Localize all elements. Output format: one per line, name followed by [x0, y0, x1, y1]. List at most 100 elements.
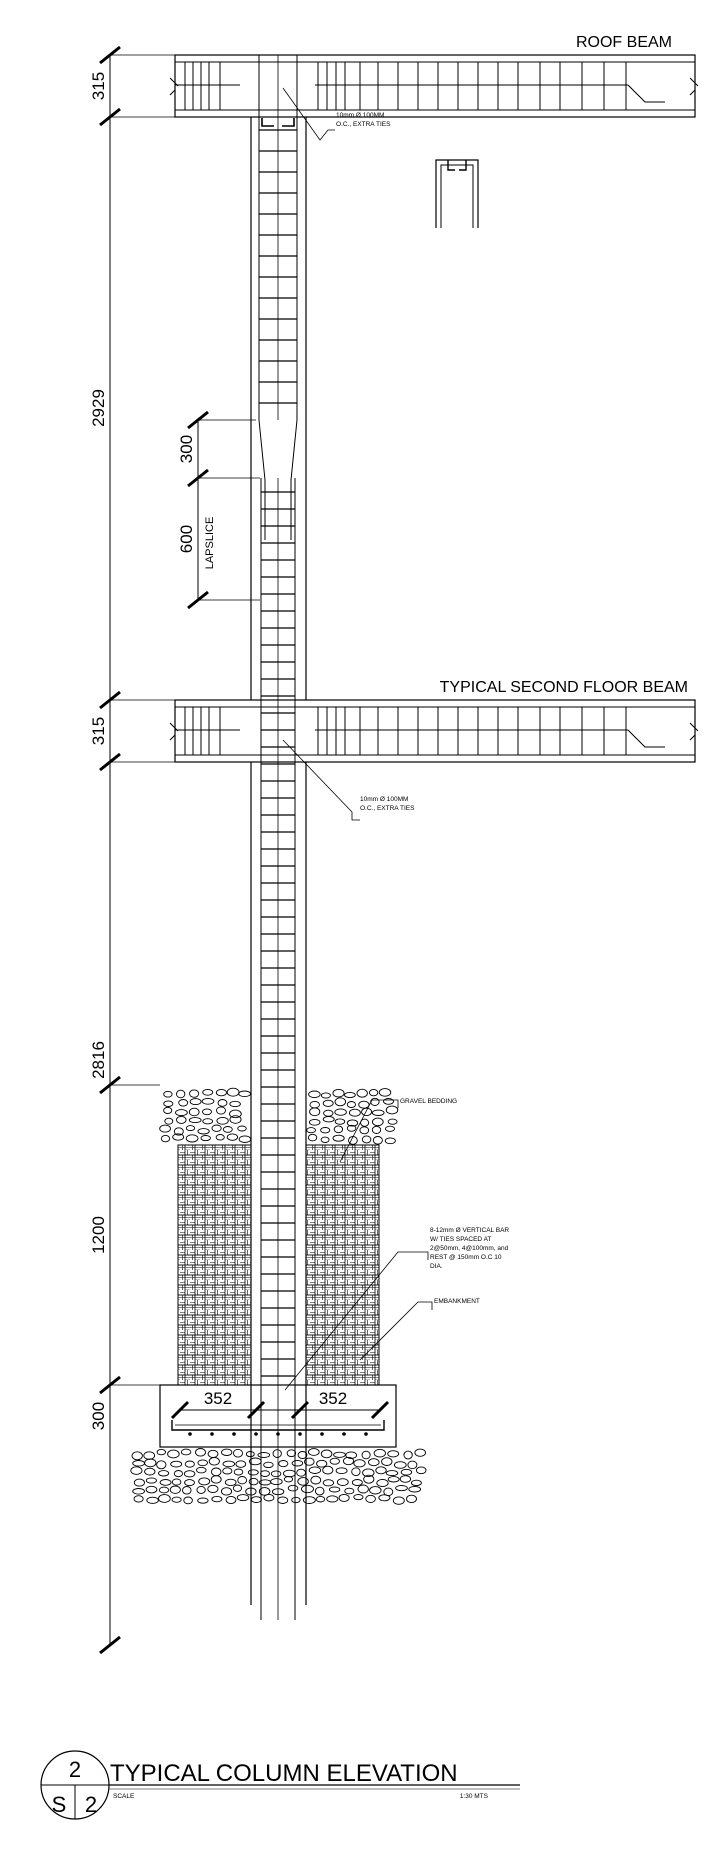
gravel-stone: [169, 1485, 181, 1494]
second-floor-beam: [169, 699, 699, 763]
gravel-stone: [229, 1115, 242, 1124]
note-top-ties-1: 10mm Ø 100MM: [336, 112, 384, 119]
gravel-stone: [353, 1459, 366, 1468]
gravel-stone: [361, 1107, 373, 1117]
gravel-stone: [184, 1479, 195, 1487]
gravel-stone: [144, 1467, 156, 1476]
gravel-stone: [176, 1115, 187, 1124]
title-block: [40, 1750, 520, 1820]
gravel-stone: [226, 1133, 239, 1141]
gravel-stone: [210, 1475, 222, 1484]
gravel-stone: [247, 1469, 259, 1476]
gravel-stone: [258, 1487, 271, 1496]
gravel-stone: [371, 1125, 382, 1134]
gravel-stone: [384, 1125, 396, 1132]
gravel-stone: [217, 1099, 228, 1107]
footing: [130, 1087, 427, 1505]
gravel-stone: [291, 1459, 304, 1467]
sheet-number: 2: [85, 1792, 97, 1817]
note-mid-ties-1: 10mm Ø 100MM: [360, 796, 408, 803]
gravel-stone: [373, 1448, 386, 1458]
gravel-stone: [146, 1496, 159, 1504]
second-floor-beam-label: TYPICAL SECOND FLOOR BEAM: [440, 679, 688, 696]
gravel-stone: [387, 1118, 398, 1125]
leader-lines: [282, 87, 433, 1391]
gravel-stone: [320, 1449, 333, 1459]
gravel-stone: [160, 1134, 171, 1143]
gravel-stone: [369, 1486, 382, 1495]
gravel-stone: [393, 1461, 407, 1469]
gravel-stone: [314, 1486, 325, 1496]
gravel-stone: [406, 1494, 417, 1504]
gravel-stone: [171, 1496, 182, 1503]
gravel-stone: [250, 1496, 262, 1503]
gravel-stone: [184, 1460, 195, 1468]
gravel-stone: [328, 1486, 341, 1493]
note-vertical-bar-4: REST @ 150mm O.C 10: [430, 1254, 502, 1261]
roof-beam: [169, 54, 699, 118]
gravel-stone: [196, 1485, 206, 1494]
gravel-stone: [183, 1496, 193, 1505]
gravel-stone: [211, 1124, 222, 1132]
gravel-stone: [307, 1133, 318, 1142]
gravel-stone: [245, 1451, 255, 1458]
gravel-stone: [297, 1451, 308, 1459]
gravel-stone: [333, 1451, 346, 1458]
base-bar-section: [232, 1432, 236, 1436]
gravel-stone: [132, 1488, 145, 1495]
roof-beam-label: ROOF BEAM: [576, 34, 672, 51]
note-vertical-bar-1: 8-12mm Ø VERTICAL BAR: [430, 1227, 509, 1234]
gravel-stone: [197, 1128, 210, 1135]
gravel-stone: [263, 1493, 275, 1502]
base-bar-section: [320, 1432, 324, 1436]
gravel-stone: [320, 1127, 331, 1134]
gravel-stone: [159, 1124, 171, 1133]
gravel-stone: [144, 1458, 157, 1468]
gravel-stone: [215, 1134, 225, 1141]
gravel-stone: [334, 1118, 346, 1125]
gravel-stone: [336, 1478, 349, 1486]
gravel-stone: [308, 1118, 321, 1126]
gravel-stone: [172, 1133, 185, 1141]
gravel-stone: [260, 1470, 270, 1477]
gravel-stone: [332, 1088, 345, 1098]
gravel-stone: [338, 1493, 350, 1502]
gravel-stone: [363, 1474, 375, 1484]
gravel-stone: [315, 1495, 326, 1503]
gravel-stone: [270, 1470, 282, 1478]
dim-left-projection: 352: [204, 1389, 232, 1408]
dimension-lines: [99, 45, 390, 1655]
gravel-stone: [308, 1090, 321, 1099]
gravel-stone: [238, 1090, 251, 1098]
gravel-stone: [403, 1450, 413, 1460]
gravel-stone: [322, 1465, 334, 1475]
gravel-stone: [378, 1494, 391, 1502]
gravel-stone: [278, 1460, 289, 1468]
gravel-stone: [224, 1478, 237, 1487]
gravel-stone: [365, 1494, 376, 1503]
gravel-stone: [195, 1448, 206, 1457]
gravel-stone: [236, 1494, 250, 1502]
gravel-stone: [185, 1125, 196, 1132]
base-bar-section: [364, 1432, 368, 1436]
gravel-stone: [407, 1460, 418, 1470]
gravel-stone: [306, 1127, 316, 1134]
gravel-stone: [384, 1137, 396, 1145]
gravel-stone: [167, 1449, 180, 1459]
gravel-stone: [335, 1467, 348, 1475]
gravel-stone: [216, 1106, 226, 1115]
gravel-stone: [344, 1487, 355, 1495]
base-bar-section: [276, 1432, 280, 1436]
gravel-stone: [207, 1449, 219, 1458]
gravel-stone: [189, 1089, 200, 1098]
gravel-stone: [156, 1448, 166, 1456]
gravel-stone: [188, 1117, 202, 1124]
gravel-stone: [286, 1449, 297, 1458]
gravel-stone: [226, 1087, 240, 1097]
gravel-stone: [263, 1461, 274, 1469]
base-bar-section: [188, 1432, 192, 1436]
gravel-stone: [320, 1136, 330, 1143]
gravel-stone: [361, 1135, 372, 1144]
gravel-stone: [334, 1108, 347, 1116]
